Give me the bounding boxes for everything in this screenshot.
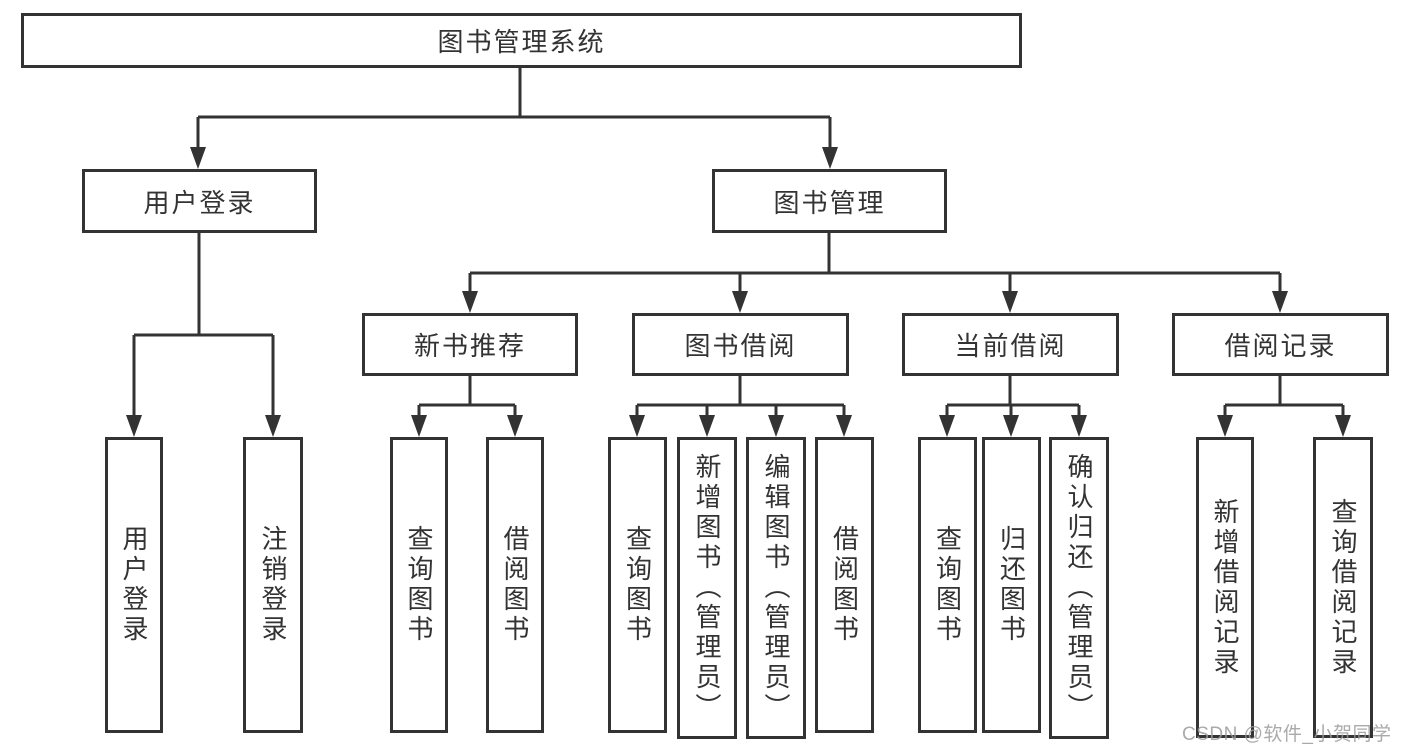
node-leaf-user-login-label: 用户登录 (119, 525, 149, 645)
node-leaf-cb-confirm-return-admin: 确认归还（管理员） (1049, 437, 1109, 739)
node-leaf-logout-label: 注销登录 (258, 525, 288, 645)
node-leaf-cb-return-books-label: 归还图书 (996, 525, 1027, 645)
node-leaf-cb-query-books-label: 查询图书 (932, 525, 963, 645)
node-leaf-bb-query-books: 查询图书 (608, 437, 667, 733)
node-leaf-bb-borrow-books: 借阅图书 (815, 437, 874, 733)
node-leaf-nb-borrow-books-label: 借阅图书 (500, 525, 530, 645)
node-leaf-nb-borrow-books: 借阅图书 (486, 437, 544, 733)
node-leaf-bb-query-books-label: 查询图书 (622, 525, 653, 645)
node-current-borrowing-label: 当前借阅 (954, 331, 1067, 361)
node-leaf-nb-query-books: 查询图书 (390, 437, 448, 733)
node-leaf-cb-confirm-return-admin-label: 确认归还（管理员） (1064, 453, 1094, 723)
node-leaf-bb-edit-books-admin-label: 编辑图书（管理员） (761, 453, 791, 723)
node-new-book-recommend-label: 新书推荐 (413, 331, 526, 361)
node-borrow-records-label: 借阅记录 (1224, 331, 1337, 361)
csdn-watermark: CSDN @软件_小贺同学 (1182, 724, 1392, 745)
node-book-management-label: 图书管理 (773, 187, 886, 218)
node-root-label: 图书管理系统 (437, 27, 606, 57)
branch-spines (134, 68, 1343, 407)
node-leaf-user-login: 用户登录 (105, 437, 163, 733)
node-book-borrowing: 图书借阅 (632, 313, 849, 376)
node-current-borrowing: 当前借阅 (902, 313, 1119, 376)
arrowhead-icons (126, 147, 1351, 437)
node-book-borrowing-label: 图书借阅 (684, 331, 797, 361)
node-root: 图书管理系统 (21, 13, 1022, 68)
node-leaf-nb-query-books-label: 查询图书 (404, 525, 434, 645)
node-leaf-br-add-record-label: 新增借阅记录 (1210, 497, 1240, 678)
node-user-login: 用户登录 (82, 169, 317, 233)
node-book-management: 图书管理 (712, 169, 947, 233)
node-leaf-br-query-record-label: 查询借阅记录 (1328, 497, 1358, 678)
node-new-book-recommend: 新书推荐 (362, 313, 578, 376)
node-leaf-cb-query-books: 查询图书 (918, 437, 977, 733)
node-user-login-label: 用户登录 (143, 187, 256, 218)
node-leaf-bb-add-books-admin-label: 新增图书（管理员） (692, 453, 722, 723)
node-leaf-cb-return-books: 归还图书 (982, 437, 1041, 733)
node-leaf-bb-borrow-books-label: 借阅图书 (829, 525, 860, 645)
node-leaf-bb-edit-books-admin: 编辑图书（管理员） (746, 437, 806, 739)
node-leaf-br-query-record: 查询借阅记录 (1313, 437, 1373, 738)
arrow-shafts (132, 117, 1345, 416)
node-borrow-records: 借阅记录 (1172, 313, 1389, 376)
node-leaf-logout: 注销登录 (243, 437, 303, 733)
node-leaf-bb-add-books-admin: 新增图书（管理员） (677, 437, 737, 739)
node-leaf-br-add-record: 新增借阅记录 (1196, 437, 1254, 738)
